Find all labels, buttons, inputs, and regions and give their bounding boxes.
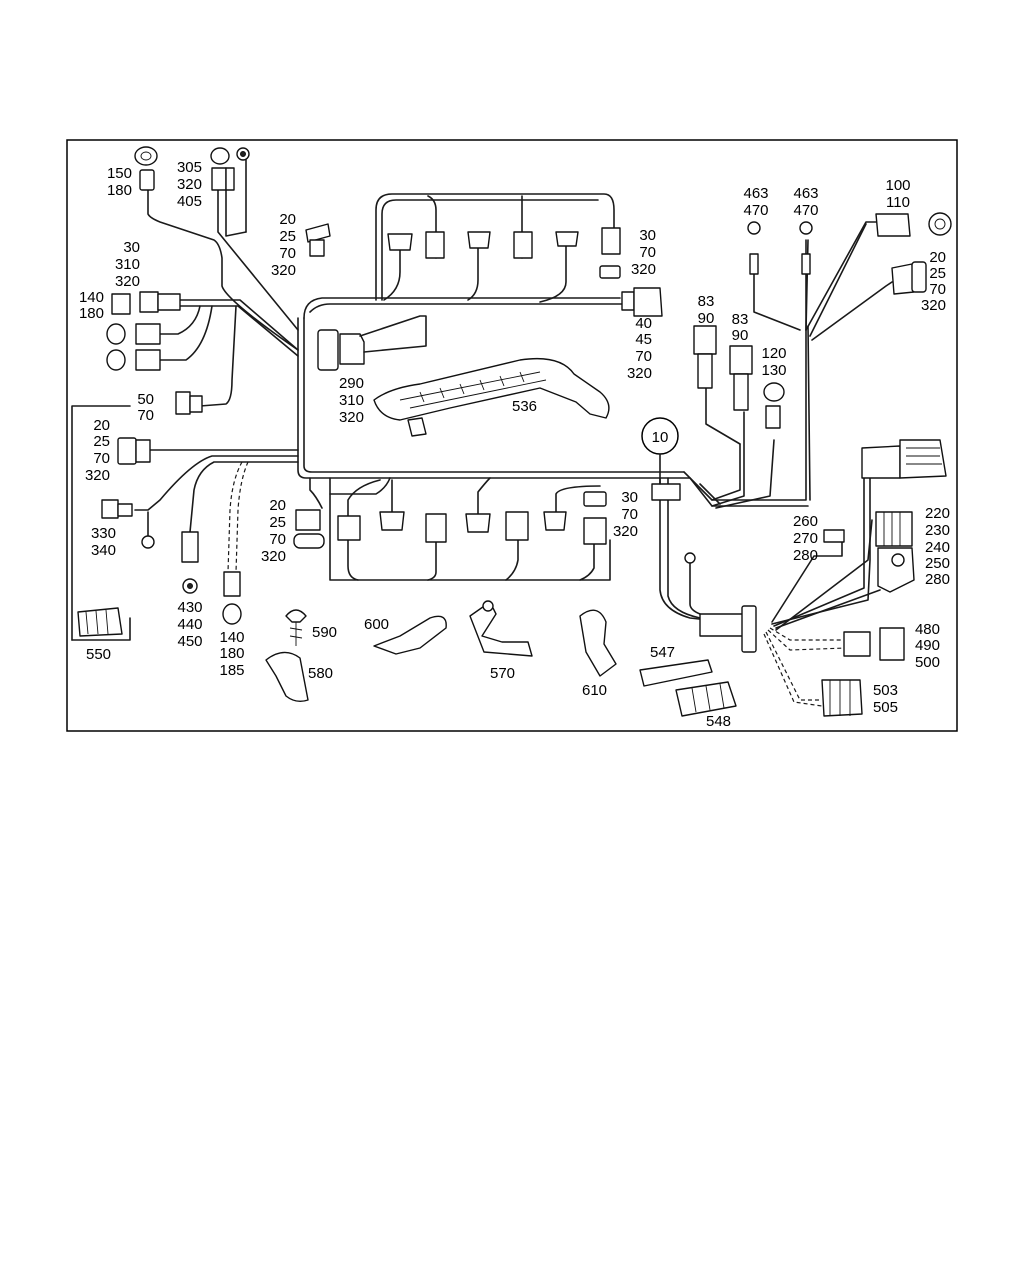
label-l30: 547 [650,644,675,661]
harness-wires [71,159,893,707]
harness-connectors [77,146,952,717]
label-l29: 610 [582,682,607,699]
label-l27: 600 [364,616,389,633]
label-l32: 580 [308,665,333,682]
callout-10: 10 [641,417,679,485]
callout-10-label: 10 [652,429,669,446]
diagram-frame [66,139,958,732]
label-l31: 548 [706,713,731,730]
label-l33: 550 [86,646,111,663]
label-l26: 590 [312,624,337,641]
label-l16: 536 [512,398,537,415]
label-l28: 570 [490,665,515,682]
